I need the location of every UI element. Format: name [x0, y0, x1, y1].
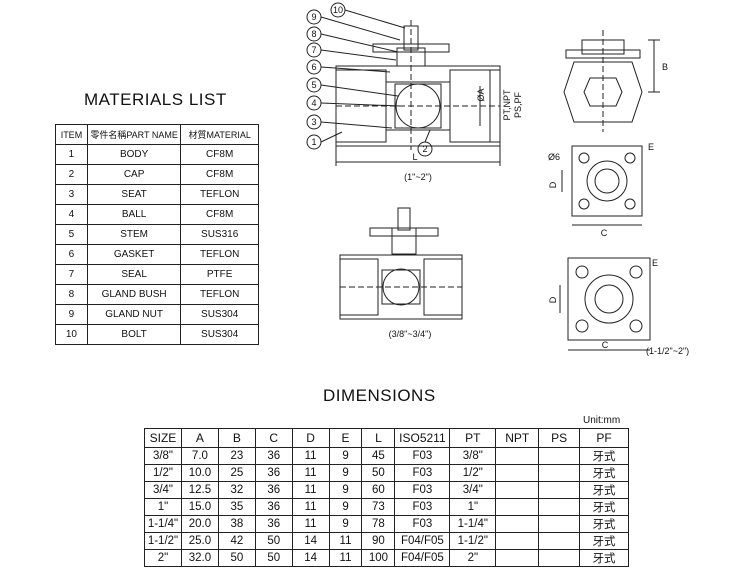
dimensions-cell — [495, 549, 540, 567]
callout-2: 2 — [422, 144, 427, 154]
dimensions-header-cell: PF — [579, 428, 629, 448]
dim-D-label-small: D — [548, 181, 558, 188]
unit-label: Unit:mm — [583, 415, 621, 426]
materials-cell: SUS304 — [180, 324, 259, 345]
callout-9: 9 — [311, 12, 316, 22]
dimensions-cell: 23 — [217, 447, 256, 465]
dimensions-cell: 2" — [449, 549, 497, 567]
dimensions-cell: 36 — [254, 498, 293, 516]
dimensions-cell: 2" — [144, 549, 182, 567]
callout-10: 10 — [333, 5, 343, 15]
dim-A-label: ØA — [476, 88, 486, 101]
dimensions-cell: 25.0 — [180, 532, 219, 550]
callout-1: 1 — [311, 137, 316, 147]
dimensions-cell: 牙式 — [579, 481, 629, 499]
dim-E-label-large: E — [652, 258, 658, 268]
dimensions-cell: 32.0 — [180, 549, 219, 567]
dimensions-cell: F03 — [394, 498, 451, 516]
valve-section-view-large — [335, 20, 501, 166]
dimensions-cell: 36 — [254, 464, 293, 482]
materials-cell: CF8M — [180, 164, 259, 185]
dim-L-label: L — [412, 152, 417, 162]
dimensions-cell: 50 — [217, 549, 256, 567]
range-flange-label: (1-1/2"~2") — [646, 346, 689, 356]
dim-C-label-large: C — [602, 340, 609, 350]
callout-5: 5 — [311, 80, 316, 90]
dimensions-cell: 73 — [361, 498, 396, 516]
range-large-label: (1"~2") — [404, 172, 432, 182]
range-small-label: (3/8"~3/4") — [389, 329, 432, 339]
dimensions-header-cell: SIZE — [144, 428, 182, 448]
dimensions-cell: 牙式 — [579, 549, 629, 567]
dimensions-cell: 36 — [254, 481, 293, 499]
dim-C-label-small: C — [601, 228, 608, 238]
thread-label-1: PT,NPT — [502, 89, 512, 121]
dimensions-cell: 牙式 — [579, 464, 629, 482]
flange-top-view-small — [561, 145, 643, 226]
dimensions-cell: 1/2" — [144, 464, 182, 482]
dimensions-cell: 牙式 — [579, 498, 629, 516]
materials-cell: GASKET — [86, 244, 182, 265]
dimensions-cell: 50 — [254, 549, 293, 567]
callout-6: 6 — [311, 62, 316, 72]
flange-top-view-large — [559, 257, 651, 351]
materials-cell: BOLT — [86, 324, 182, 345]
dimensions-cell: 10.0 — [180, 464, 219, 482]
thread-label-2: PS,PF — [513, 91, 523, 118]
dimensions-cell: 14 — [291, 549, 330, 567]
valve-side-view — [563, 30, 660, 132]
materials-title: MATERIALS LIST — [84, 90, 227, 109]
valve-section-view-small — [339, 207, 463, 320]
dim-phi6-label: Ø6 — [548, 152, 560, 162]
callout-circles — [306, 2, 433, 157]
dimensions-cell: 7.0 — [180, 447, 219, 465]
dimensions-cell: F04/F05 — [394, 532, 451, 550]
callout-7: 7 — [311, 45, 316, 55]
callout-8: 8 — [311, 29, 316, 39]
dimensions-cell: 100 — [361, 549, 396, 567]
dim-D-label-large: D — [548, 296, 558, 303]
dimensions-cell: 32 — [217, 481, 256, 499]
dimensions-cell: F04/F05 — [394, 549, 451, 567]
dimensions-cell: F03 — [394, 515, 451, 533]
callout-4: 4 — [311, 98, 316, 108]
dimensions-cell: 90 — [361, 532, 396, 550]
dimensions-header-cell: ISO5211 — [394, 428, 451, 448]
dim-E-label-small: E — [648, 142, 654, 152]
dimensions-cell: 牙式 — [579, 515, 629, 533]
dim-B-label: B — [662, 62, 668, 72]
dimensions-cell: F03 — [394, 464, 451, 482]
dimensions-cell: 20.0 — [180, 515, 219, 533]
callout-3: 3 — [311, 117, 316, 127]
dimensions-cell: 3/4" — [144, 481, 182, 499]
dimensions-title: DIMENSIONS — [323, 386, 436, 405]
